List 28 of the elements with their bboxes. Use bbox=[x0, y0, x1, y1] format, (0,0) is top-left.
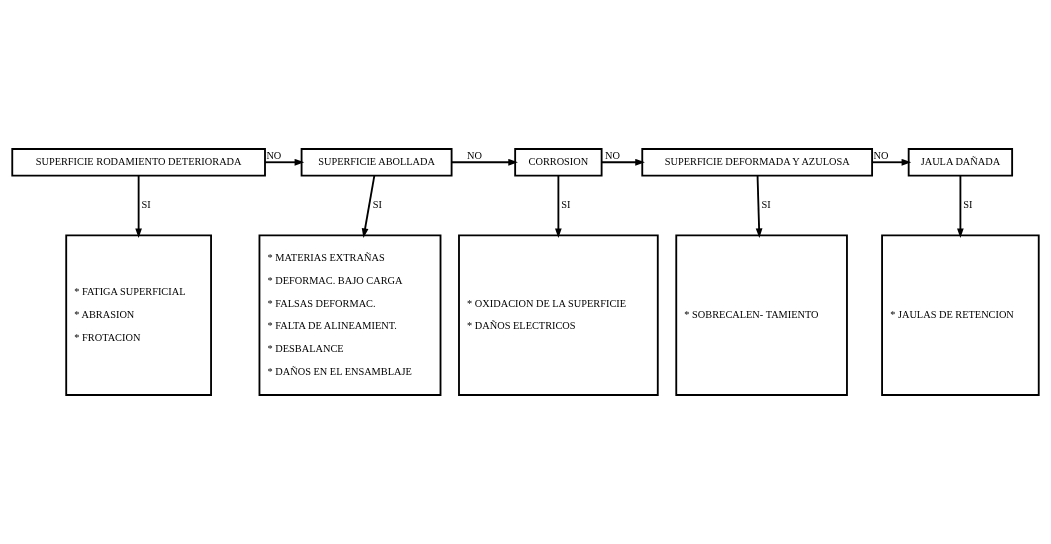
arrow bbox=[871, 158, 912, 166]
node-box: * OXIDACION DE LA SUPERFICIE * DAÑOS ELECTRICOS bbox=[458, 234, 659, 396]
edge-label: NO bbox=[266, 150, 282, 162]
arrow bbox=[450, 158, 518, 166]
arrow bbox=[264, 158, 305, 166]
edge-label: NO bbox=[873, 150, 889, 162]
node-box: * SOBRECALEN- TAMIENTO bbox=[675, 234, 848, 396]
edge-label: SI bbox=[372, 199, 382, 211]
arrow bbox=[135, 174, 142, 238]
edge-label: NO bbox=[605, 150, 621, 162]
edge-label: SI bbox=[141, 199, 151, 211]
node-box: SUPERFICIE DEFORMADA Y AZULOSA bbox=[641, 148, 873, 177]
edge-label: SI bbox=[963, 199, 973, 211]
node-box: * FATIGA SUPERFICIAL * ABRASION * FROTACION bbox=[65, 234, 212, 396]
node-box: * JAULAS DE RETENCION bbox=[881, 234, 1040, 396]
edge-label: SI bbox=[761, 199, 771, 211]
arrow bbox=[361, 174, 376, 238]
edge-label: SI bbox=[561, 199, 571, 211]
node-box: * MATERIAS EXTRAÑAS * DEFORMAC. BAJO CARGA * FALSAS DEFORMAC. * FALTA DE ALINEAMIENT. * DESBALANCE * DAÑOS EN EL ENSAMBLAJE bbox=[258, 234, 442, 396]
arrow bbox=[957, 174, 964, 238]
arrow bbox=[600, 158, 645, 166]
node-box: JAULA DAÑADA bbox=[907, 148, 1014, 177]
node-box: SUPERFICIE RODAMIENTO DETERIORADA bbox=[11, 148, 266, 177]
node-box: CORROSION bbox=[514, 148, 603, 177]
arrow bbox=[755, 174, 763, 238]
arrow bbox=[555, 174, 562, 239]
edge-label: NO bbox=[466, 150, 482, 162]
node-box: SUPERFICIE ABOLLADA bbox=[300, 148, 453, 177]
